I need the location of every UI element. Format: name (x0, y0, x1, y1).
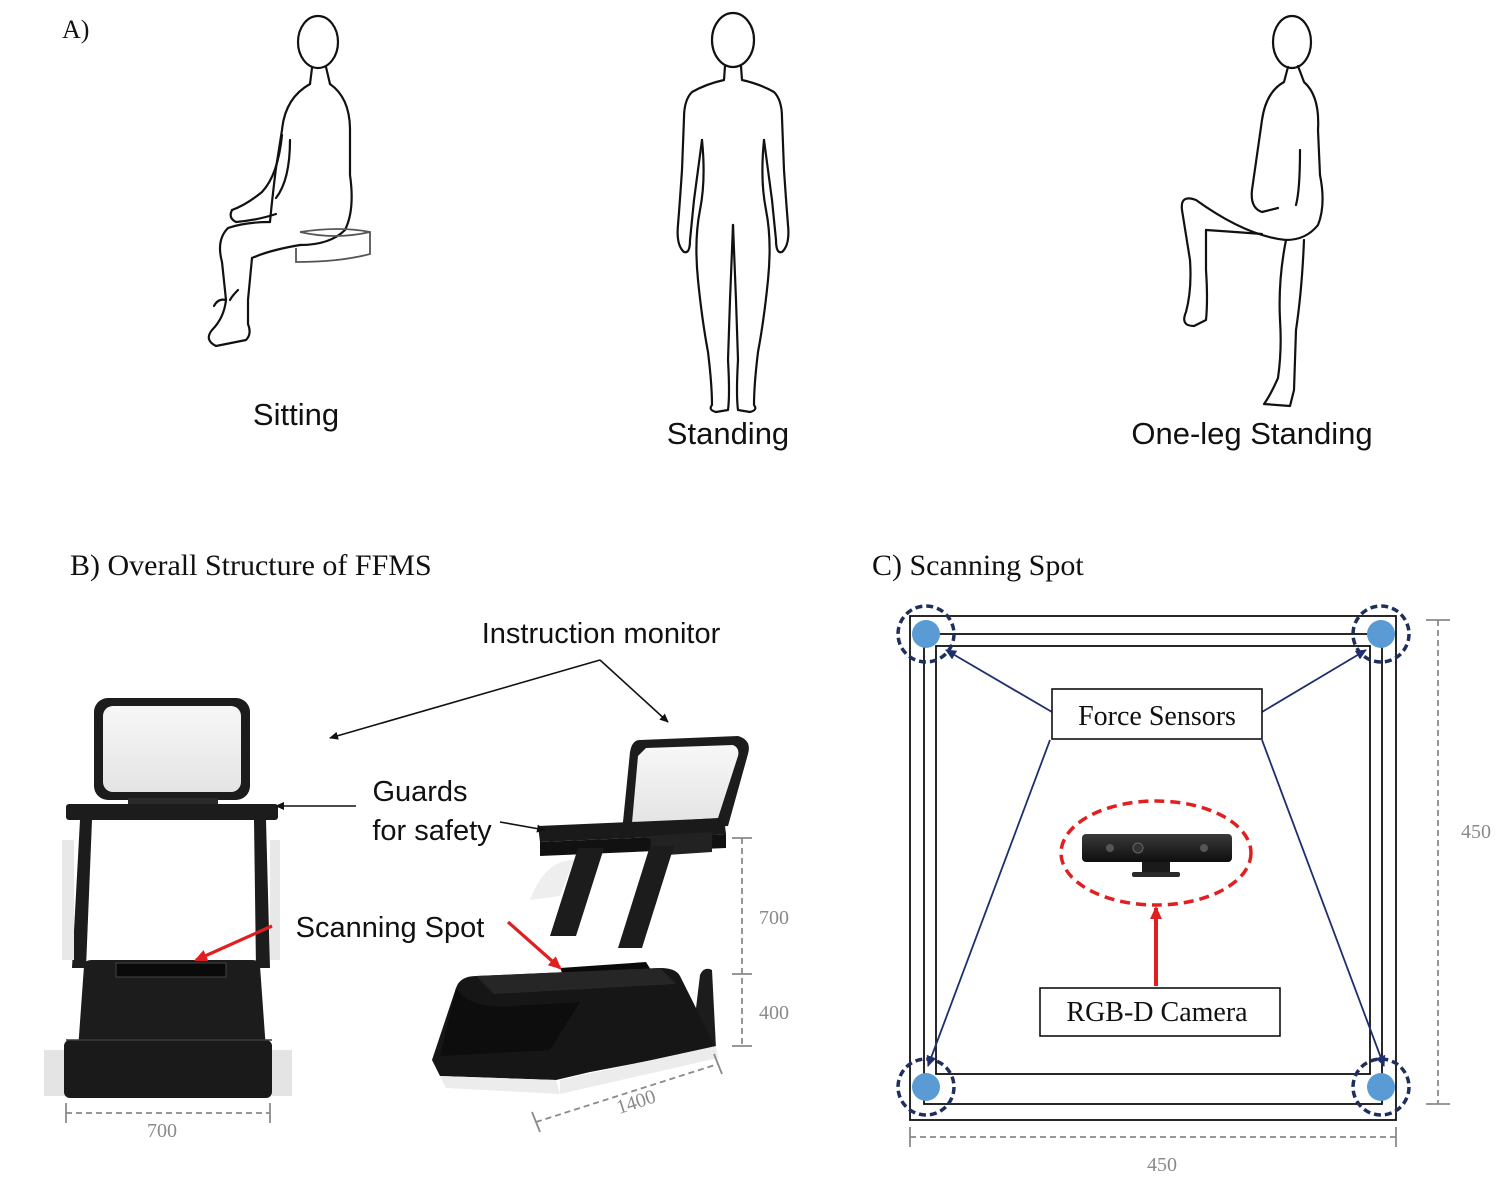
force-sensors-label: Force Sensors (1078, 701, 1236, 732)
monitor-arrow-right (599, 659, 669, 723)
sensor-top-right (1351, 604, 1411, 664)
guards-label-line1: Guards (372, 776, 467, 808)
standing-label: Standing (667, 416, 789, 451)
panel-b-dimensions (65, 837, 752, 1133)
sensor-bottom-left (896, 1057, 956, 1117)
panel-c-title: C) Scanning Spot (872, 549, 1084, 582)
panel-b-leaders (275, 659, 669, 833)
camera-label: RGB-D Camera (1066, 997, 1248, 1028)
guards-arrow-side (499, 821, 546, 833)
lower-height-dimension: 400 (759, 1002, 789, 1024)
monitor-arrow-left (329, 659, 601, 740)
panel-b-title: B) Overall Structure of FFMS (70, 549, 432, 582)
width-dimension: 450 (1147, 1154, 1177, 1176)
scanning-spot-arrows (194, 920, 562, 970)
height-dimension: 450 (1461, 821, 1491, 843)
scanning-spot-label: Scanning Spot (296, 912, 485, 944)
scan-platform (909, 615, 1397, 1121)
force-sensor-arrows (926, 649, 1386, 1067)
monitor-label: Instruction monitor (482, 618, 721, 650)
one-leg-label: One-leg Standing (1131, 416, 1372, 451)
panel-a-label: A) (62, 15, 89, 44)
sitting-label: Sitting (253, 397, 339, 432)
front-view-device (44, 698, 292, 1098)
front-width-dimension: 700 (147, 1120, 177, 1142)
side-view-device (432, 736, 749, 1094)
scan-arrow-side (506, 920, 562, 970)
one-leg-figure (1180, 14, 1324, 408)
force-sensors-box (1051, 688, 1263, 740)
panel-c-dimensions (909, 619, 1450, 1147)
force-sensors (896, 604, 1411, 1117)
sitting-figure (207, 14, 353, 348)
guards-label-line2: for safety (372, 815, 492, 847)
standing-figure (676, 11, 790, 414)
sensor-top-left (896, 604, 956, 664)
panel-c: C) Scanning Spot (872, 549, 1491, 1176)
side-length-dimension: 1400 (614, 1086, 659, 1119)
panel-a: A) Sitting (62, 11, 1373, 451)
rgbd-camera (1059, 799, 1253, 907)
stool (295, 228, 371, 263)
sensor-bottom-right (1351, 1057, 1411, 1117)
upper-height-dimension: 700 (759, 907, 789, 929)
scan-arrow-front (194, 924, 273, 962)
panel-b: B) Overall Structure of FFMS (44, 549, 789, 1142)
camera-box (1039, 987, 1281, 1037)
